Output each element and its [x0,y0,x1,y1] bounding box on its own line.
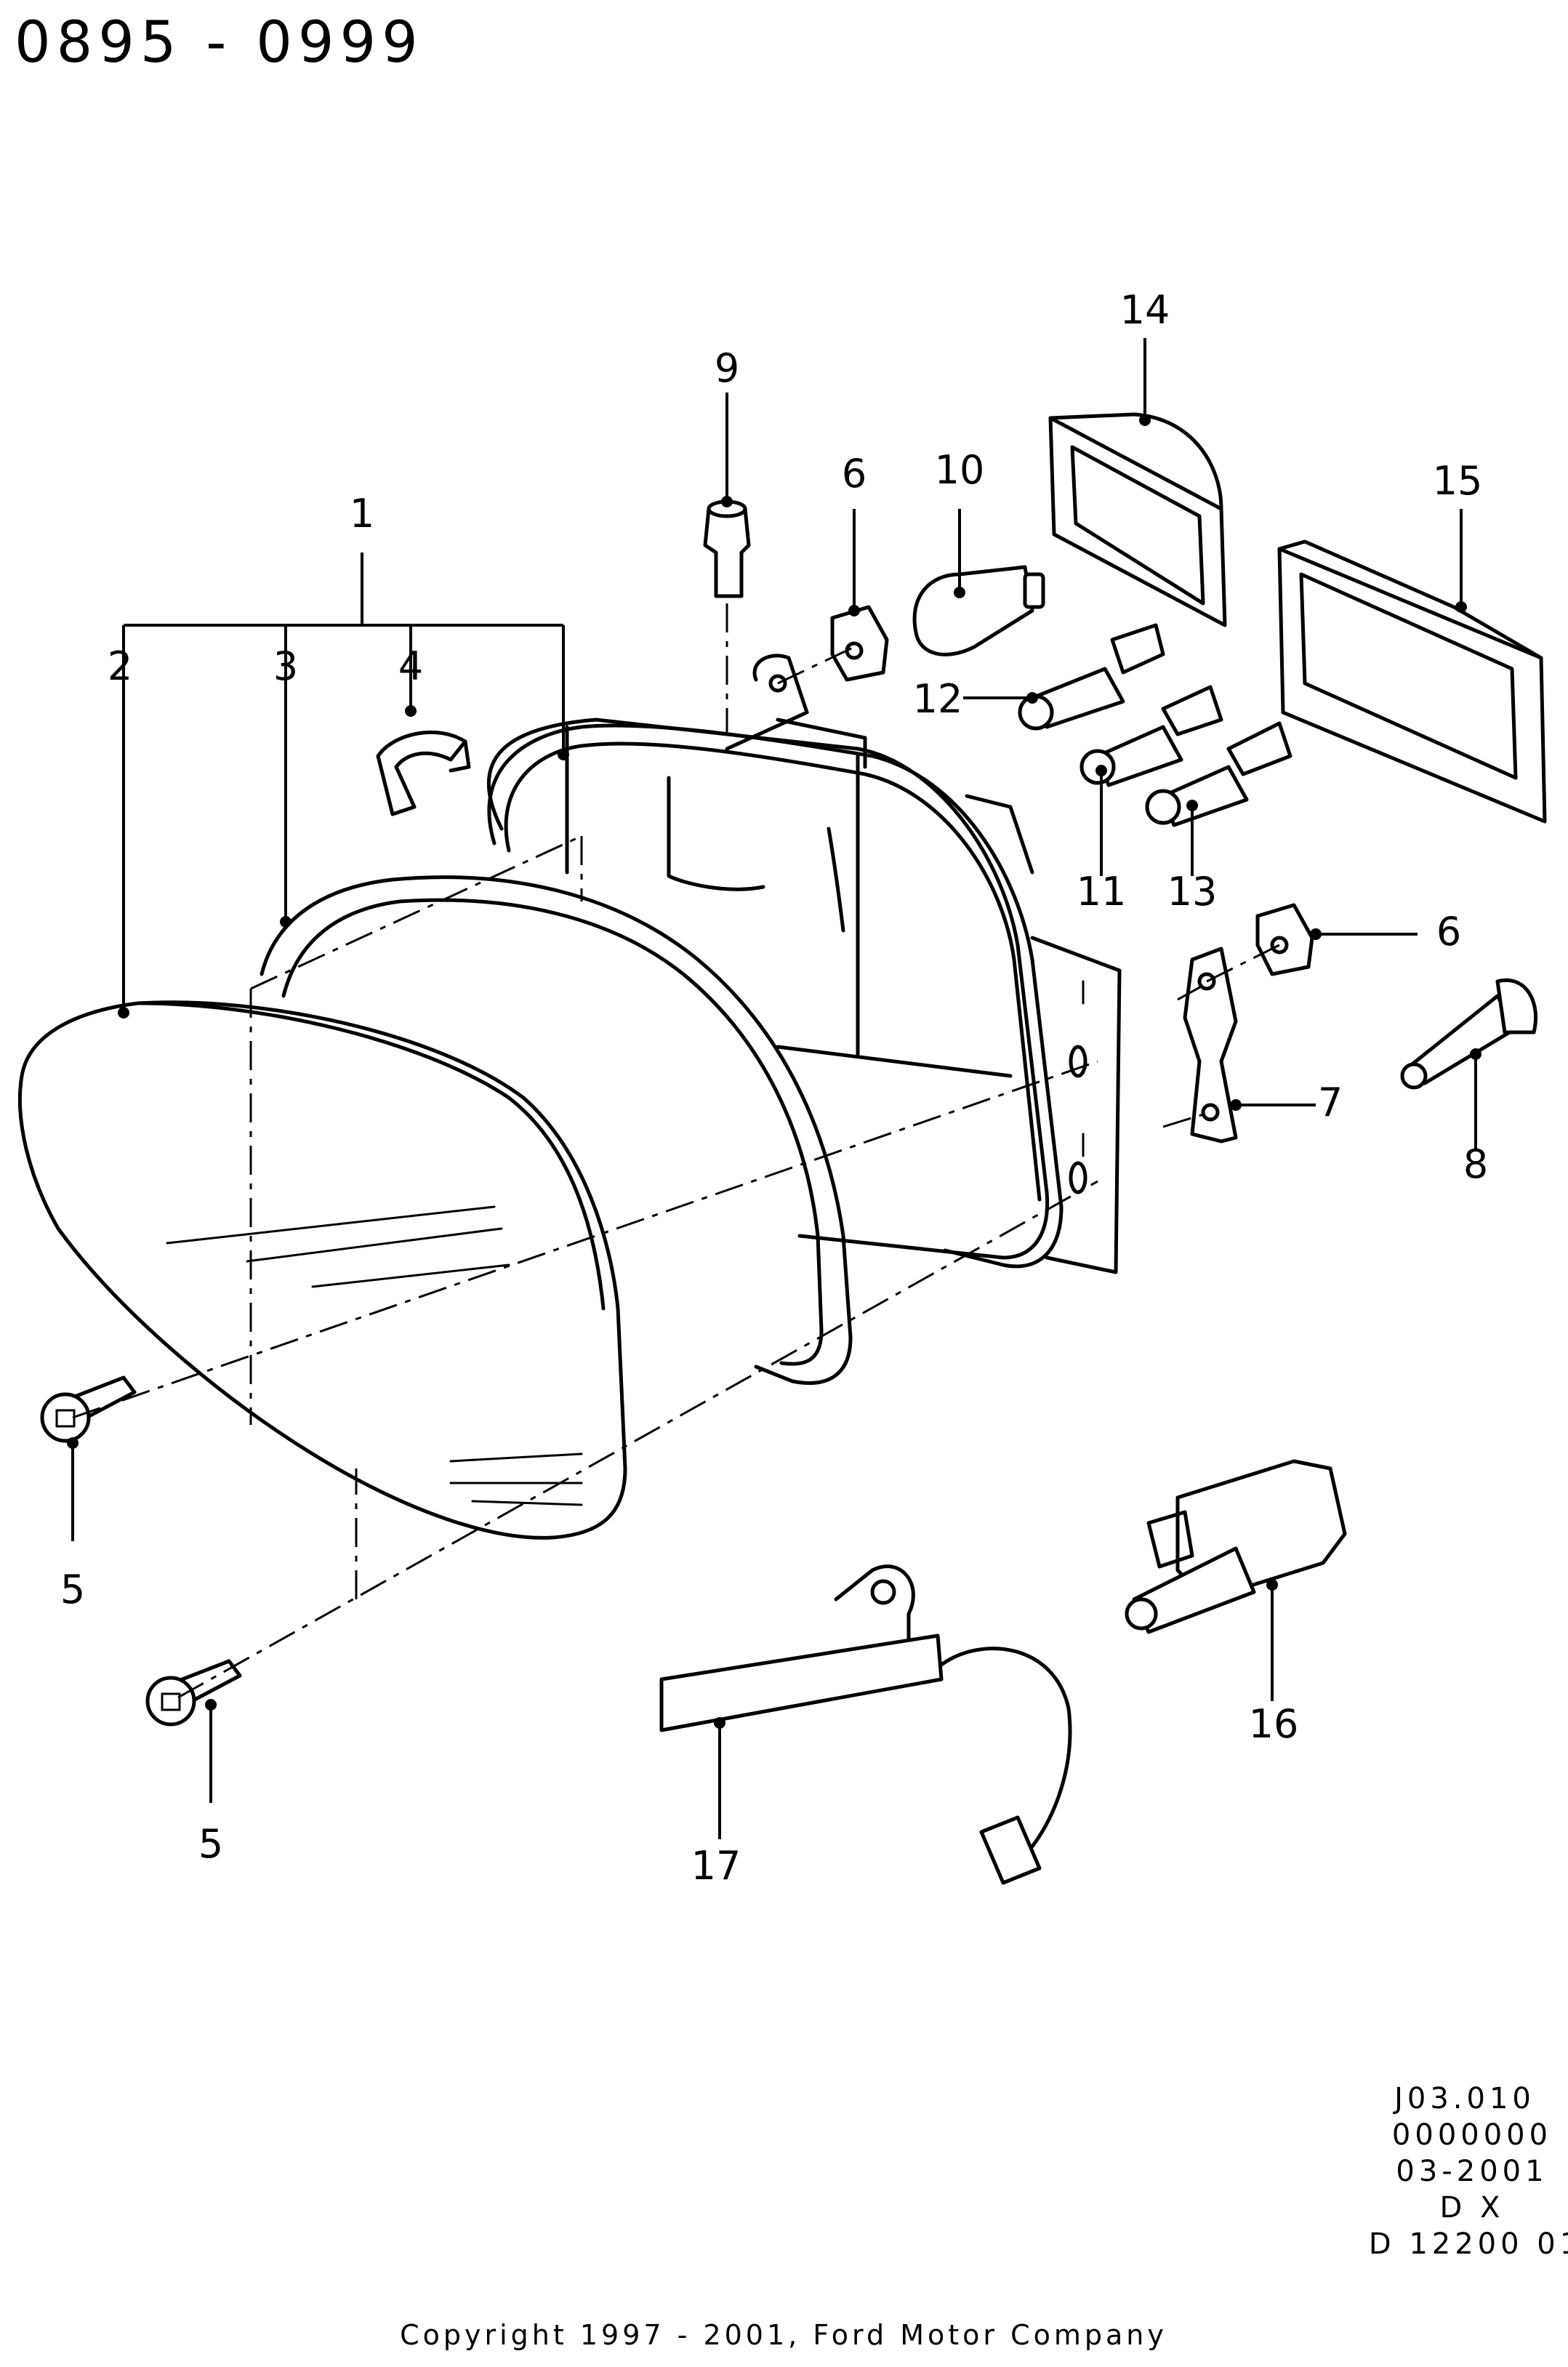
ref-line-1: J03.010 [1392,2082,1535,2115]
ref-line-3: 03-2001 [1396,2155,1548,2188]
bulb-10 [912,565,1045,656]
lamp-cover-14 [1048,412,1227,627]
callout-labels: 1 2 3 4 5 5 6 6 7 8 9 10 11 12 13 14 15 … [60,287,1488,1889]
callout-6-lower: 6 [1436,909,1461,955]
callout-17: 17 [691,1843,741,1889]
clip-nut-upper [830,605,889,682]
ref-line-4: D X [1440,2191,1505,2225]
callout-1: 1 [350,491,374,537]
headlamp-gasket [260,875,853,1385]
adjuster-clip [376,730,471,816]
bulb-holder-12 [1018,623,1165,731]
clip-nut-lower [1255,903,1314,976]
callout-8: 8 [1463,1141,1488,1187]
bulb-holder-11 [1079,685,1223,787]
sensor-harness [659,1564,1072,1885]
copyright-footer: Copyright 1997 - 2001, Ford Motor Compan… [400,2319,1167,2351]
callout-5-lower: 5 [198,1821,223,1867]
reference-block: J03.010 0000000 03-2001 D X D 12200 01 [1369,2082,1568,2261]
page-title: 0895 - 0999 [15,10,424,76]
mounting-bolt-upper [40,1375,137,1443]
callout-2: 2 [108,643,132,689]
callout-12: 12 [913,676,963,722]
ref-line-2: 0000000 [1392,2118,1552,2152]
callout-9: 9 [715,345,739,391]
headlamp-housing [486,654,1122,1274]
callout-13: 13 [1167,869,1218,915]
leader-lines [71,338,1477,1839]
callout-11: 11 [1077,869,1127,915]
assembly-lines [72,603,1280,1699]
lamp-cover-15 [1277,539,1547,824]
leveling-motor [1125,1459,1347,1634]
mounting-bracket [1183,947,1238,1144]
callout-6-upper: 6 [842,451,867,497]
headlamp-lens [18,1000,627,1540]
callout-16: 16 [1249,1701,1299,1747]
callout-14: 14 [1120,287,1170,333]
callout-15: 15 [1433,458,1483,504]
grommet-connector [1400,978,1538,1090]
leader-dots [67,414,1481,1729]
callout-4: 4 [398,643,423,689]
callout-5-upper: 5 [60,1567,85,1612]
ref-line-5: D 12200 01 [1369,2227,1568,2261]
callout-7: 7 [1318,1080,1343,1125]
adjuster-screw [703,499,751,598]
callout-3: 3 [273,643,298,689]
bulb-holder-13 [1145,721,1292,827]
callout-10: 10 [935,447,985,493]
